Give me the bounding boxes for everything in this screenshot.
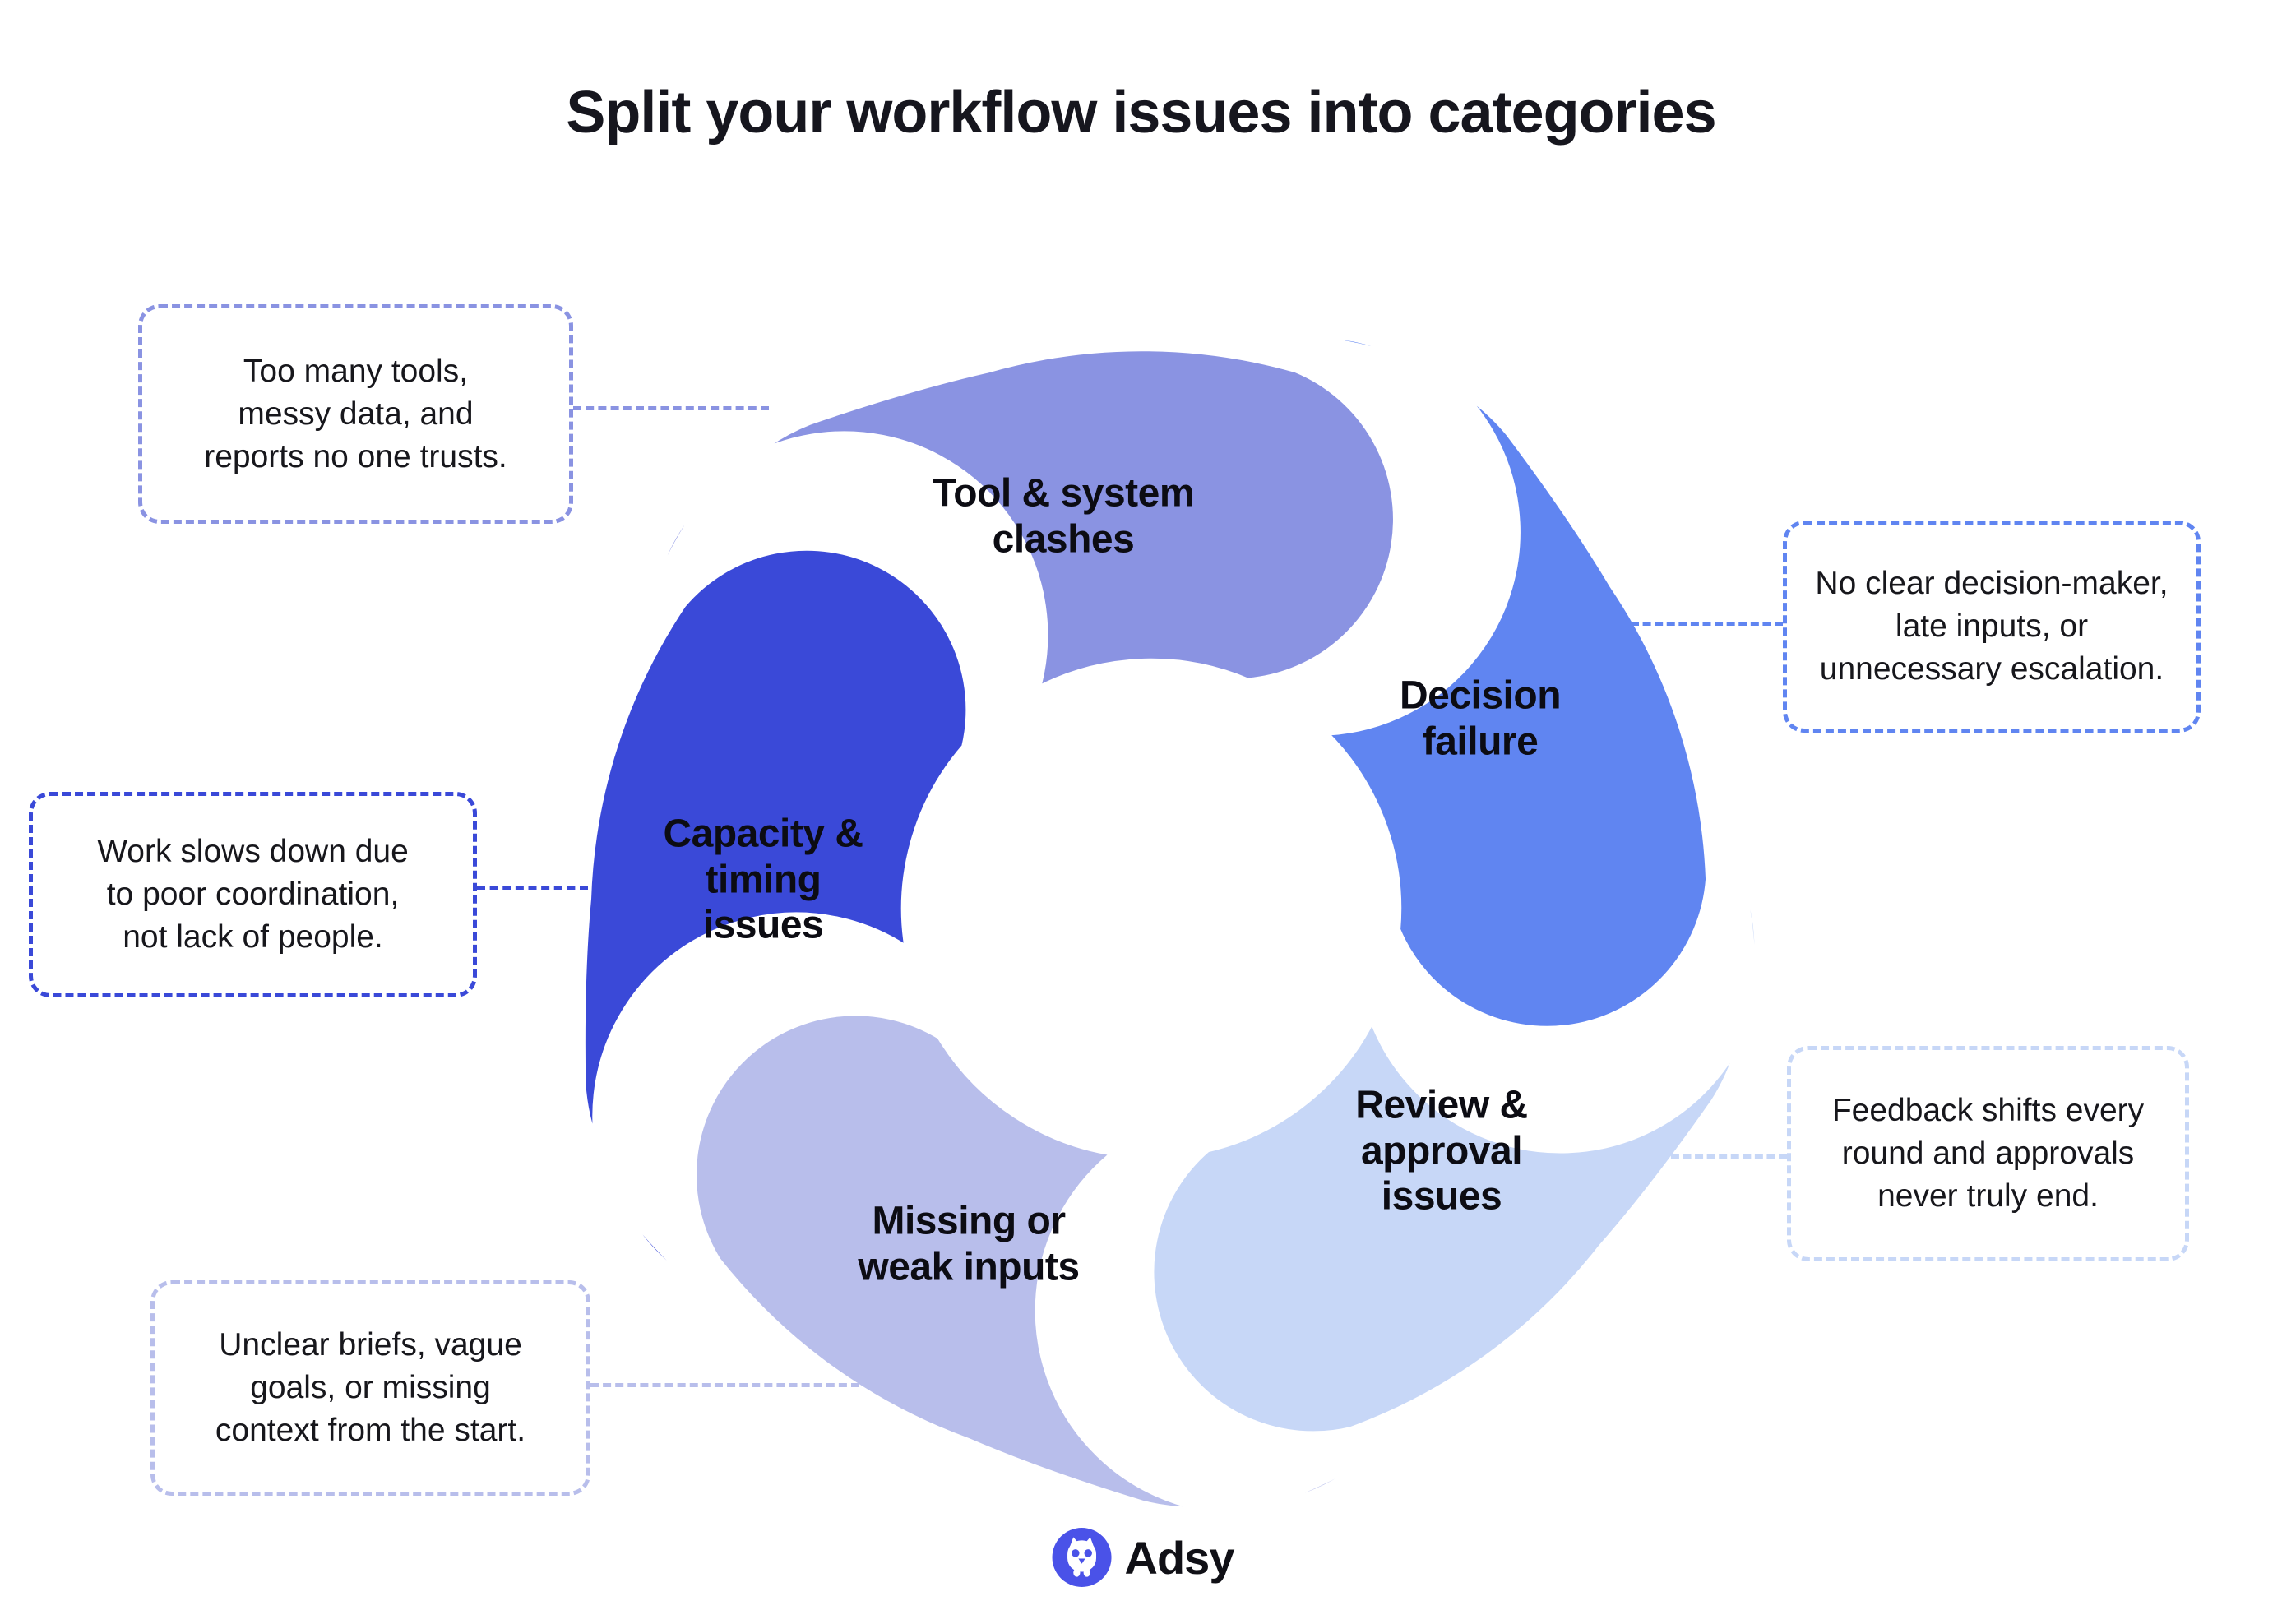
callout-review-approval: Feedback shifts every round and approval… [1787,1046,2189,1261]
segment-label-review-approval: Review & approval issues [1355,1083,1528,1219]
callout-decision-failure: No clear decision-maker, late inputs, or… [1783,521,2201,733]
segment-label-missing-weak-inputs: Missing or weak inputs [858,1199,1080,1289]
segment-label-tool-system-clashes: Tool & system clashes [932,471,1195,561]
segment-label-decision-failure: Decision failure [1399,673,1562,763]
callout-text: Feedback shifts every round and approval… [1831,1093,2145,1214]
connector-review-approval [1587,1154,1787,1159]
owl-icon [1052,1528,1112,1587]
page-title: Split your workflow issues into categori… [566,80,1716,146]
brand-name: Adsy [1124,1531,1235,1584]
connector-capacity-timing [477,886,588,890]
brand-logo: Adsy [1052,1528,1235,1587]
connector-decision-failure [1631,622,1783,626]
connector-missing-weak-inputs [590,1383,859,1387]
callout-capacity-timing: Work slows down due to poor coordination… [29,792,477,997]
connector-tool-system-clashes [573,406,769,410]
callout-tool-system-clashes: Too many tools, messy data, and reports … [138,304,573,524]
callout-text: Work slows down due to poor coordination… [97,834,409,955]
segment-label-capacity-timing: Capacity & timing issues [663,812,863,947]
callout-text: Unclear briefs, vague goals, or missing … [215,1327,526,1448]
callout-missing-weak-inputs: Unclear briefs, vague goals, or missing … [150,1280,590,1496]
callout-text: No clear decision-maker, late inputs, or… [1815,566,2169,687]
callout-text: Too many tools, messy data, and reports … [204,353,507,474]
